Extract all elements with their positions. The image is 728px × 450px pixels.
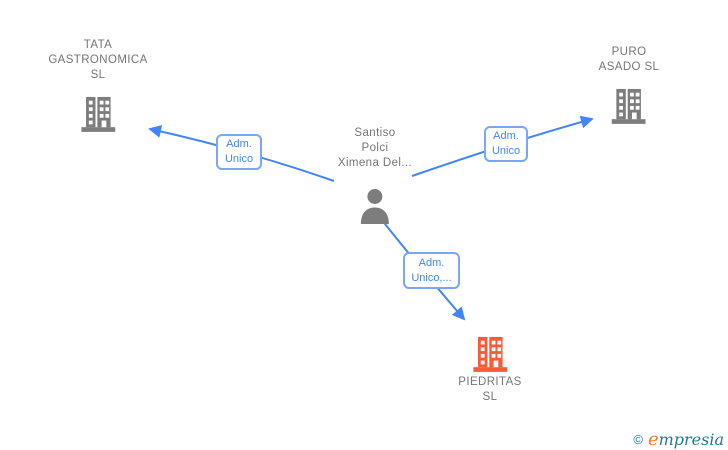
empresia-logo-rest: mpresia bbox=[658, 430, 724, 449]
company-name-line: SL bbox=[90, 69, 106, 81]
empresia-logo: empresia bbox=[648, 431, 724, 449]
edge-label-adm-unico-piedritas[interactable]: Adm. Unico,... bbox=[403, 252, 460, 289]
edge-label-adm-unico-tata[interactable]: Adm. Unico bbox=[216, 134, 262, 170]
person-name-line: Santiso bbox=[354, 127, 396, 139]
company-name-line: ASADO SL bbox=[598, 61, 660, 73]
empresia-logo-first-letter: e bbox=[647, 429, 659, 450]
node-company-tata[interactable]: TATA GASTRONOMICA SL bbox=[48, 38, 147, 132]
company-name: PIEDRITAS SL bbox=[458, 375, 521, 405]
empresia-watermark-link[interactable]: © empresia bbox=[633, 431, 724, 449]
edge-label-line: Adm. bbox=[226, 138, 252, 150]
edge-label-adm-unico-puro[interactable]: Adm. Unico bbox=[484, 126, 528, 162]
node-company-puro[interactable]: PURO ASADO SL bbox=[599, 45, 660, 124]
edge-label-line: Adm. bbox=[418, 256, 445, 269]
person-name-line: Polci bbox=[361, 142, 389, 154]
company-name-line: PIEDRITAS bbox=[458, 376, 522, 388]
building-icon bbox=[81, 96, 115, 132]
company-name-line: GASTRONOMICA bbox=[48, 54, 148, 66]
edge-label-line: Unico,... bbox=[411, 271, 452, 284]
node-person-santiso[interactable]: Santiso Polci Ximena Del... bbox=[338, 126, 412, 224]
node-company-piedritas[interactable]: PIEDRITAS SL bbox=[458, 334, 521, 405]
building-icon bbox=[611, 88, 646, 124]
building-icon bbox=[472, 336, 507, 372]
company-name: PURO ASADO SL bbox=[599, 45, 660, 75]
edge-label-line: Unico bbox=[491, 145, 521, 157]
company-name: TATA GASTRONOMICA SL bbox=[48, 38, 147, 83]
copyright-icon: © bbox=[633, 432, 643, 447]
company-name-line: SL bbox=[482, 391, 498, 403]
person-name-line: Ximena Del... bbox=[337, 157, 413, 169]
edge-label-line: Unico bbox=[224, 153, 254, 165]
person-icon bbox=[360, 189, 389, 224]
person-name: Santiso Polci Ximena Del... bbox=[338, 126, 412, 171]
company-name-line: PURO bbox=[611, 46, 647, 58]
edge-label-line: Adm. bbox=[493, 130, 519, 142]
company-name-line: TATA bbox=[83, 39, 113, 51]
